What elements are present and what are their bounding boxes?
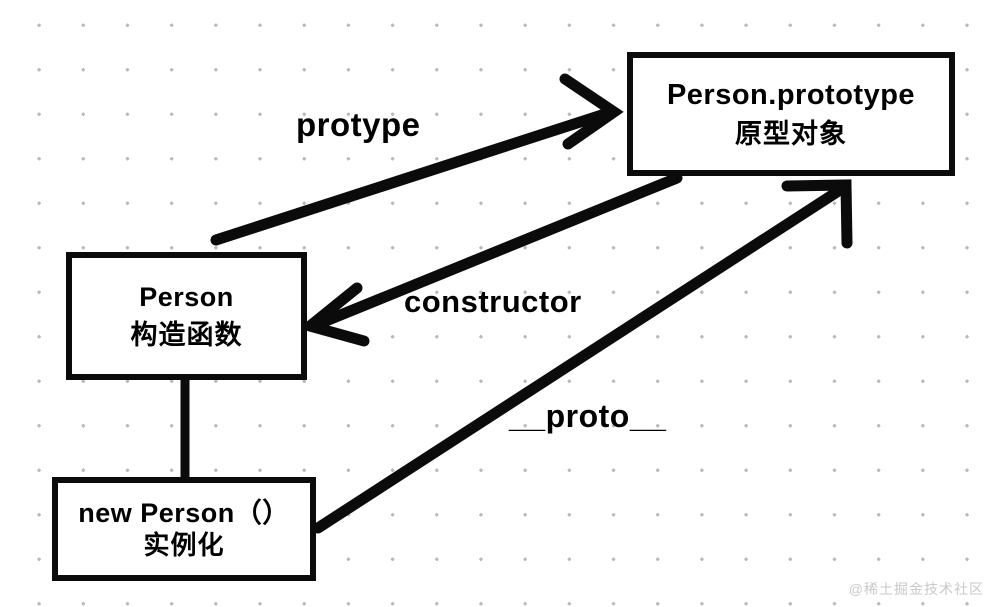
edge-label-constructor: constructor <box>404 284 582 319</box>
node-title: Person <box>139 282 234 313</box>
node-title: Person.prototype <box>666 79 916 112</box>
node-person-prototype[interactable]: Person.prototype 原型对象 <box>627 52 955 176</box>
arrow-constructor <box>298 172 683 347</box>
watermark: @稀土掘金技术社区 <box>848 581 984 597</box>
node-subtitle: 原型对象 <box>735 118 847 149</box>
arrow-proto <box>312 179 853 534</box>
node-new-person-instance[interactable]: new Person（） 实例化 <box>52 477 316 581</box>
arrow-protype <box>210 73 624 246</box>
node-subtitle: 构造函数 <box>130 319 243 350</box>
edge-label-protype: protype <box>296 106 421 143</box>
node-title: new Person（） <box>78 497 290 528</box>
node-subtitle: 实例化 <box>143 530 225 561</box>
node-person[interactable]: Person 构造函数 <box>66 252 307 380</box>
edge-label-proto: __proto__ <box>509 398 667 434</box>
